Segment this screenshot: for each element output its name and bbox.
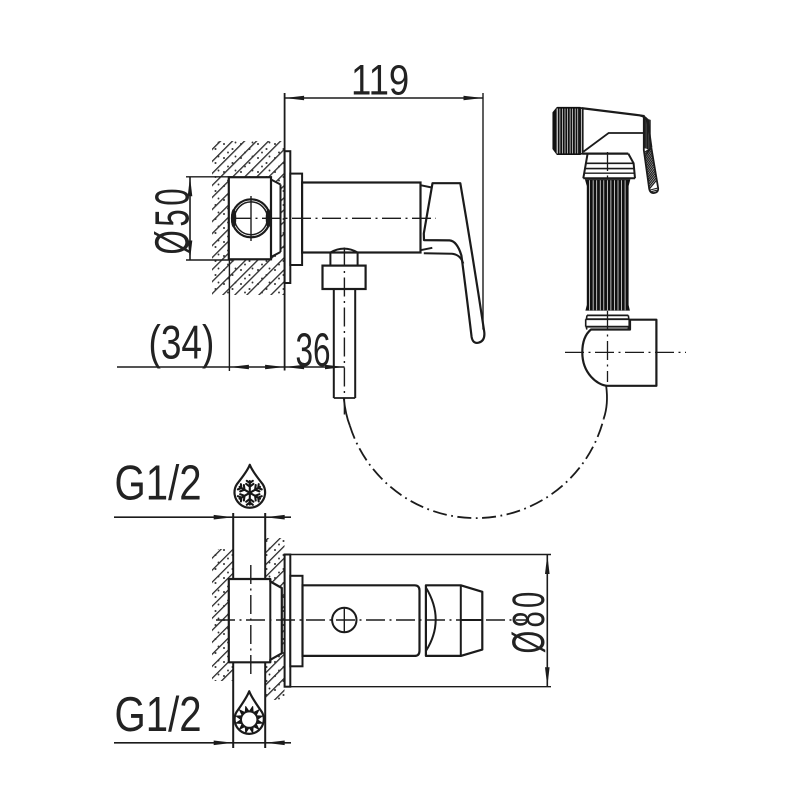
svg-text:G1/2: G1/2	[115, 687, 202, 742]
svg-text:Ø50: Ø50	[145, 185, 200, 255]
svg-text:(34): (34)	[149, 316, 215, 370]
svg-text:G1/2: G1/2	[115, 456, 202, 511]
svg-text:Ø80: Ø80	[505, 588, 555, 653]
svg-text:119: 119	[351, 57, 409, 104]
svg-text:36: 36	[296, 325, 331, 377]
